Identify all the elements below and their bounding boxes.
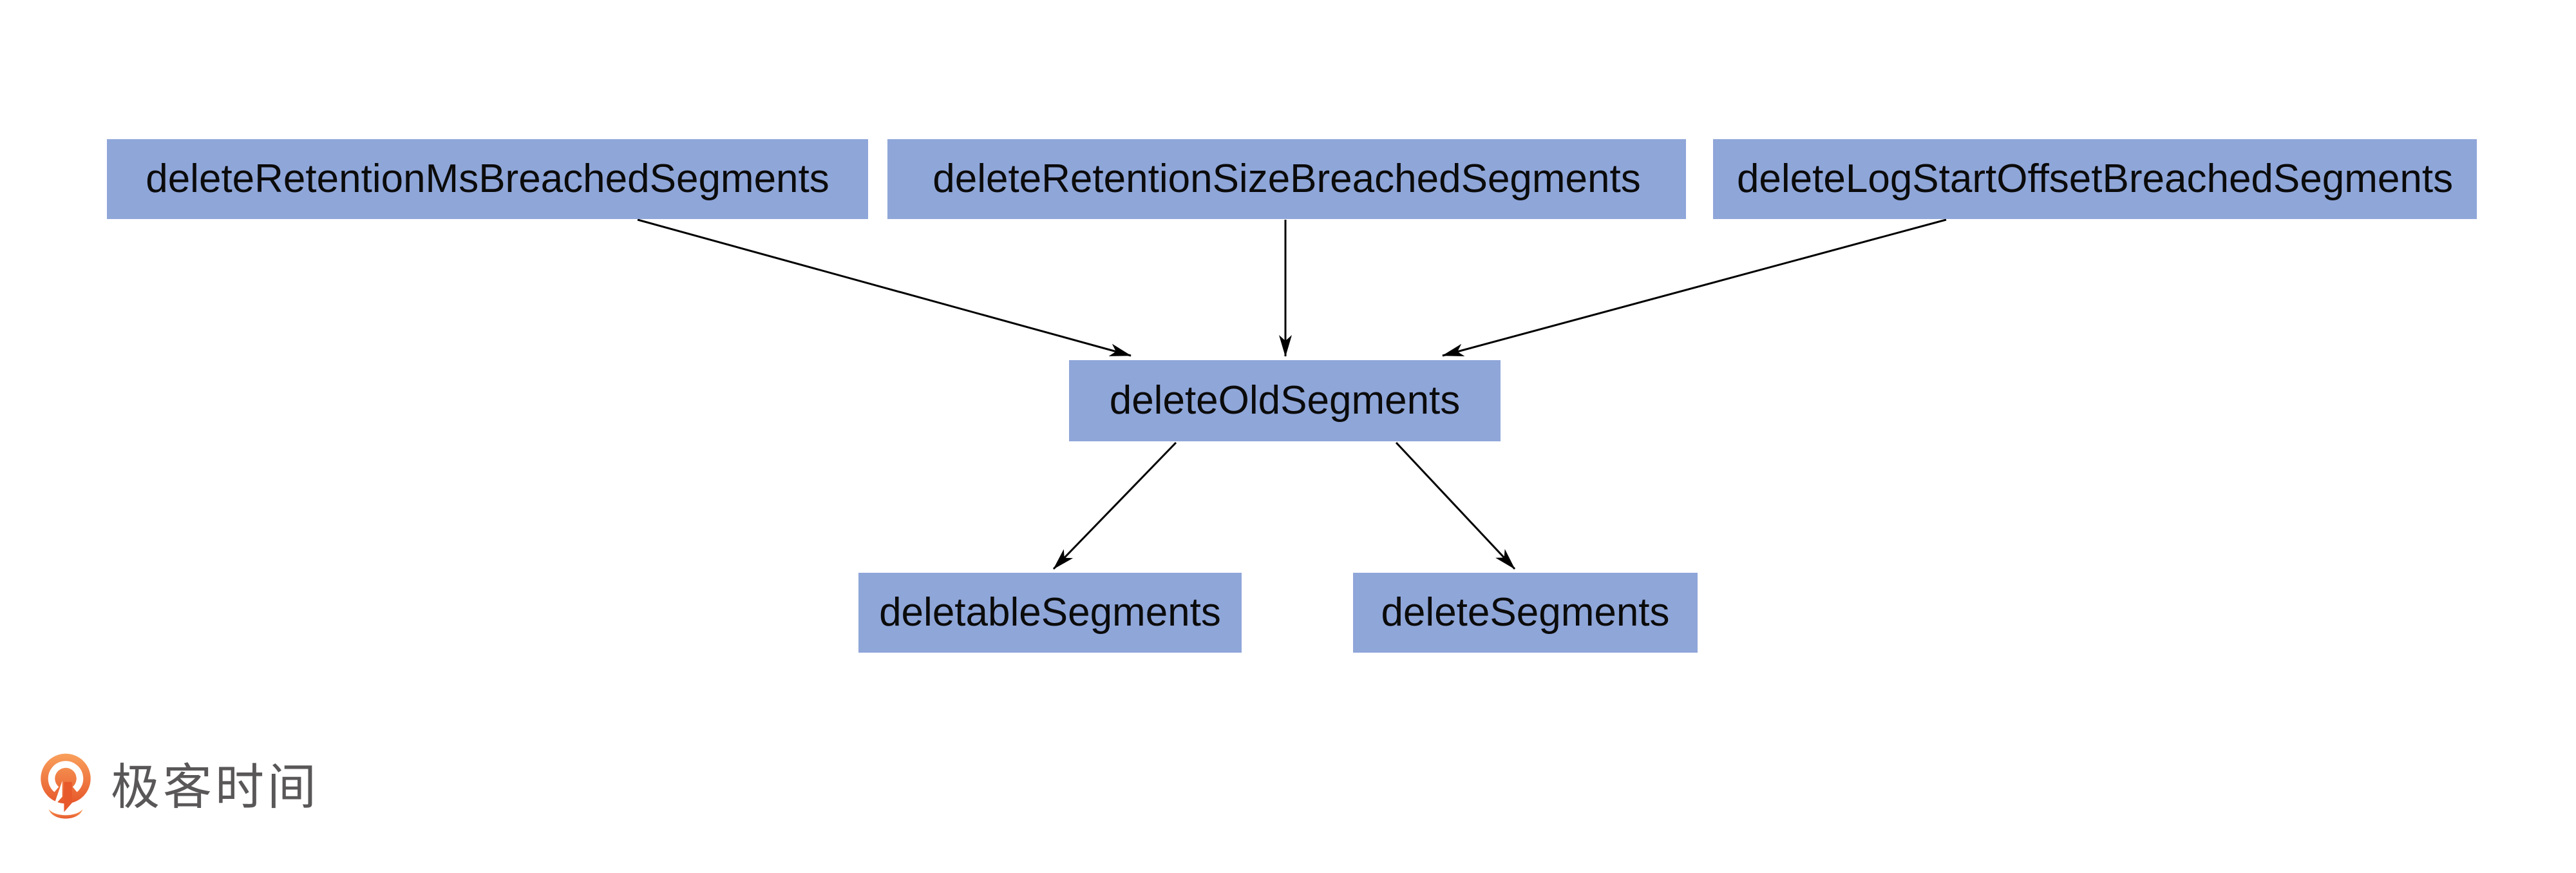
node-deletableSegments: deletableSegments — [858, 573, 1242, 653]
node-deleteOldSegments: deleteOldSegments — [1069, 360, 1501, 441]
node-deleteLogStartOffsetBreachedSegments: deleteLogStartOffsetBreachedSegments — [1713, 139, 2477, 219]
node-deleteSegments: deleteSegments — [1353, 573, 1698, 653]
edge-deleteOldSegments-to-deletableSegments — [1052, 441, 1177, 570]
edge-deleteLogStartOffsetBreachedSegments-to-deleteOldSegments — [1442, 218, 1947, 357]
geektime-pin-icon — [41, 753, 91, 819]
edge-deleteOldSegments-to-deleteSegments — [1395, 441, 1516, 570]
geektime-logo-text: 极客时间 — [111, 760, 319, 815]
node-deleteRetentionSizeBreachedSegments: deleteRetentionSizeBreachedSegments — [887, 139, 1686, 219]
edge-deleteRetentionMsBreachedSegments-to-deleteOldSegments — [637, 218, 1132, 357]
node-deleteRetentionMsBreachedSegments: deleteRetentionMsBreachedSegments — [107, 139, 868, 219]
geektime-logo: 极客时间 — [37, 753, 319, 823]
